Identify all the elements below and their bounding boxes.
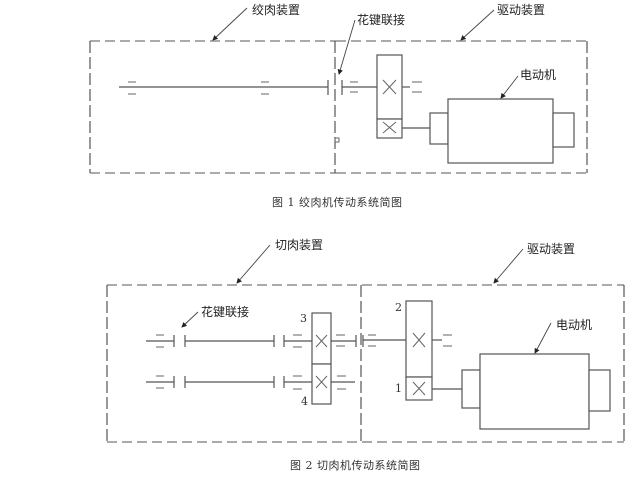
drive-unit-label: 驱动装置 (527, 242, 575, 256)
gear-pair-1-2: 2 1 (395, 300, 462, 401)
motor-label: 电动机 (520, 68, 556, 82)
gear-number-1: 1 (395, 382, 402, 395)
motor (429, 98, 575, 164)
figure-1-caption: 图 1 绞肉机传动系统简图 (272, 195, 403, 209)
spline-coupling-label: 花键联接 (357, 12, 405, 27)
bearing (261, 81, 269, 95)
label-spline-coupling: 花键联接 (181, 304, 249, 328)
mincer-unit-label: 绞肉装置 (252, 2, 300, 17)
gear-pair (376, 54, 430, 139)
gear-number-4: 4 (301, 395, 308, 408)
gear-number-3: 3 (300, 312, 307, 325)
gear-number-2: 2 (395, 301, 402, 314)
spline-coupling (327, 80, 378, 95)
figure-1: 绞肉装置 花键联接 驱动装置 电动机 图 1 绞肉机传动系统简图 (89, 2, 588, 209)
label-spline-coupling: 花键联接 (337, 12, 405, 75)
small-marker (334, 137, 340, 143)
figure-2-caption: 图 2 切肉机传动系统简图 (290, 458, 421, 472)
drive-unit-box (362, 284, 625, 443)
bearing (128, 81, 136, 95)
lower-shaft (146, 375, 355, 390)
label-motor: 电动机 (500, 68, 556, 99)
gear-pair-3-4: 3 4 (300, 312, 332, 408)
upper-shaft (146, 334, 407, 348)
drive-unit-box (336, 40, 588, 174)
label-mincer-unit: 绞肉装置 (212, 2, 300, 41)
label-drive-unit: 驱动装置 (460, 3, 545, 41)
spline-coupling-label: 花键联接 (201, 304, 249, 319)
label-cutter-unit: 切肉装置 (236, 238, 323, 284)
figure-2: 3 4 2 1 切肉装置 花键联接 (106, 238, 625, 472)
drive-unit-label: 驱动装置 (497, 3, 545, 17)
motor (461, 353, 611, 430)
cutter-unit-box (106, 284, 362, 443)
label-drive-unit: 驱动装置 (493, 242, 575, 284)
motor-label: 电动机 (556, 318, 592, 332)
cutter-unit-label: 切肉装置 (275, 238, 323, 252)
label-motor: 电动机 (534, 318, 592, 354)
mincer-unit-box (89, 40, 336, 174)
